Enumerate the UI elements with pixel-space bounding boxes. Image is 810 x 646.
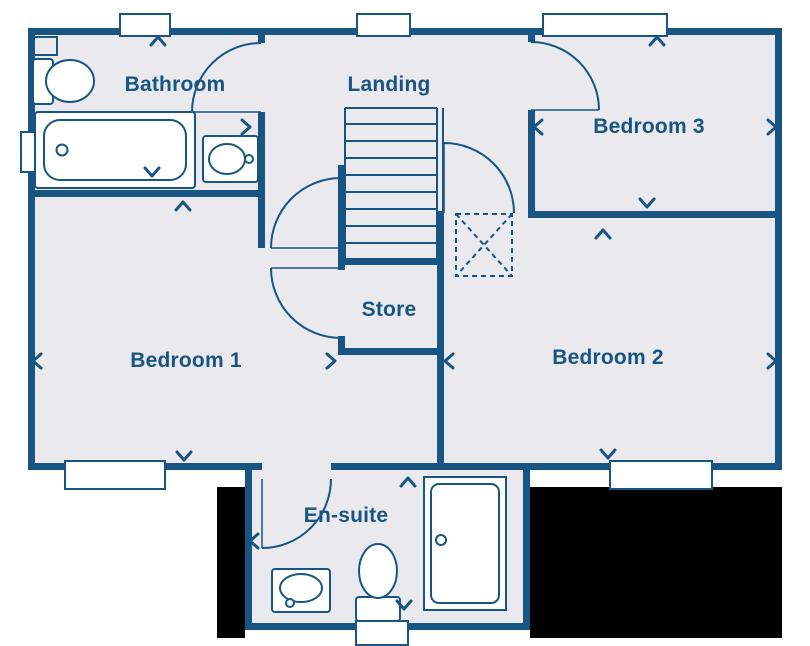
window-top-right bbox=[542, 13, 668, 37]
wall-stairs-left bbox=[338, 165, 345, 270]
door-arc-store bbox=[270, 267, 342, 339]
staircase bbox=[344, 107, 444, 258]
dashed-box bbox=[455, 213, 513, 277]
room-label-bedroom-2: Bedroom 2 bbox=[552, 346, 664, 369]
window-ensuite bbox=[355, 620, 409, 646]
sink-tap-icon bbox=[285, 598, 295, 608]
stair-treads bbox=[344, 107, 444, 258]
bathtub-tap-icon bbox=[55, 143, 69, 157]
bathtub-outline bbox=[34, 111, 196, 189]
door-arc-bedroom2 bbox=[443, 142, 515, 214]
window-bottom-right bbox=[609, 460, 713, 490]
room-label-landing: Landing bbox=[347, 73, 431, 96]
exterior-wall-bottom-right bbox=[331, 463, 782, 470]
toilet-bowl bbox=[45, 59, 95, 103]
ensuite-sink bbox=[271, 568, 331, 613]
bathroom-toilet bbox=[32, 58, 95, 105]
wall-stairs-store-divider bbox=[338, 258, 444, 265]
void-area-left bbox=[217, 487, 245, 638]
boxed-duct bbox=[32, 36, 58, 56]
toilet-cistern bbox=[355, 596, 401, 622]
door-arc-bedroom1 bbox=[270, 177, 342, 249]
main-floor bbox=[28, 28, 782, 470]
bathtub bbox=[34, 111, 196, 189]
sink-basin bbox=[279, 573, 323, 603]
shower-tray bbox=[430, 483, 500, 604]
shower-drain-icon bbox=[435, 534, 447, 546]
room-label-en-suite: En-suite bbox=[303, 504, 389, 527]
window-bottom-left bbox=[64, 460, 166, 490]
doors bbox=[191, 41, 600, 549]
window-top-center bbox=[356, 13, 411, 37]
window-top-left bbox=[119, 13, 171, 37]
sink-tap-icon bbox=[244, 154, 254, 164]
ensuite-toilet bbox=[355, 543, 401, 622]
bathroom-sink bbox=[202, 135, 259, 183]
wall-store-left-stub bbox=[338, 336, 345, 355]
wall-bedroom2-left bbox=[437, 211, 444, 470]
wall-bathroom-right bbox=[258, 112, 265, 248]
door-arc-bedroom3 bbox=[530, 41, 600, 111]
windows bbox=[20, 13, 713, 646]
room-label-bathroom: Bathroom bbox=[124, 73, 226, 96]
void-area-right bbox=[530, 487, 782, 638]
wall-bathroom-right-stub bbox=[258, 33, 265, 43]
wall-bedroom3-left bbox=[528, 110, 535, 218]
wall-bedroom3-left-stub bbox=[528, 33, 535, 42]
stairwell-void-marker bbox=[455, 213, 513, 277]
wall-bedroom3-bottom bbox=[528, 211, 782, 218]
door-arc-ensuite bbox=[261, 478, 332, 549]
room-label-bedroom-3: Bedroom 3 bbox=[593, 115, 705, 138]
room-label-store: Store bbox=[361, 298, 417, 321]
bathtub-inner bbox=[43, 119, 187, 181]
wall-bathroom-bottom bbox=[28, 190, 265, 197]
toilet-bowl bbox=[358, 543, 398, 599]
door-arc-bathroom bbox=[191, 42, 262, 113]
stairwell-cross-icon bbox=[455, 213, 513, 277]
wall-store-bottom bbox=[338, 348, 444, 355]
dimension-chevron-icons bbox=[31, 35, 778, 611]
room-label-bedroom-1: Bedroom 1 bbox=[130, 349, 242, 372]
shower bbox=[423, 476, 507, 611]
